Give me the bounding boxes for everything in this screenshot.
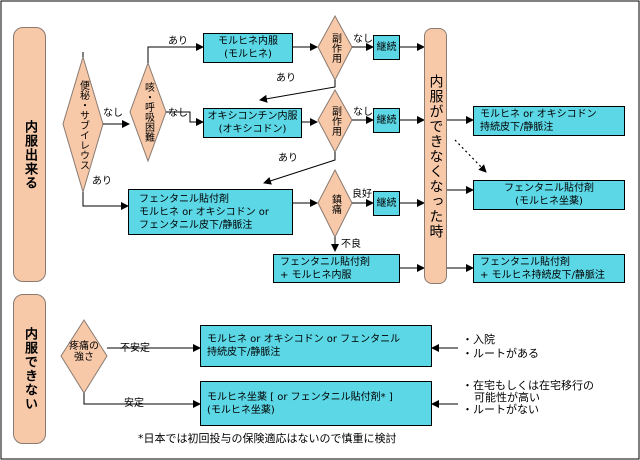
label-unstable: 不安定 bbox=[120, 343, 150, 354]
box-unstable: モルヒネ or オキシコドン or フェンタニル 持続皮下/静脈注 bbox=[200, 325, 432, 367]
label-ari-2: あり bbox=[276, 73, 296, 84]
continue-label: 継続 bbox=[376, 115, 397, 126]
box-line: + モルヒネ持続皮下/静脈注 bbox=[480, 269, 605, 281]
box-line: モルヒネ内服 bbox=[218, 36, 278, 47]
box-fentanyl-plus-morphine-oral: フェンタニル貼付剤 + モルヒネ内服 bbox=[273, 254, 400, 283]
box-oxycontin-oral: オキシコンチン内服 (オキシコドン) bbox=[203, 108, 302, 138]
label-nashi-2: なし bbox=[168, 108, 188, 119]
when-oral-impossible: 内服ができなくなった時 bbox=[424, 28, 447, 284]
label-nashi-4: なし bbox=[353, 107, 373, 118]
box-continue-2: 継続 bbox=[373, 108, 400, 133]
box-line: モルヒネ or オキシコドン or bbox=[139, 206, 269, 218]
box-line: (モルヒネ坐薬) bbox=[207, 404, 275, 416]
box-line: 持続皮下/静脈注 bbox=[480, 122, 554, 133]
label-ari-3: あり bbox=[278, 153, 298, 164]
box-line: フェンタニル貼付剤 bbox=[139, 193, 229, 205]
note-line: ・入院 bbox=[462, 333, 495, 346]
label-ari-1: あり bbox=[168, 36, 188, 47]
box-line: フェンタニル貼付剤 bbox=[504, 183, 594, 194]
diamond-dyspnea bbox=[129, 61, 167, 163]
box-line: モルヒネ or オキシコドン or フェンタニル bbox=[207, 334, 401, 345]
label-nashi-1: なし bbox=[103, 108, 123, 119]
footnote: *日本では初回投与の保険適応はないので慎重に検討 bbox=[138, 432, 397, 445]
label-stable: 安定 bbox=[124, 398, 144, 409]
arrow-dyspnea-ari bbox=[147, 43, 204, 63]
note-line: 可能性が高い bbox=[474, 391, 540, 404]
decision-dyspnea: 咳・呼吸困難 bbox=[142, 82, 154, 142]
box-line: フェンタニル貼付剤 bbox=[280, 256, 370, 268]
box-stable: モルヒネ坐薬 [ or フェンタニル貼付剤* ] (モルヒネ坐薬) bbox=[200, 381, 432, 426]
box-morphine-oral: モルヒネ内服 (モルヒネ) bbox=[203, 33, 293, 63]
box-line: 持続皮下/静脈注 bbox=[207, 347, 281, 358]
pain-strength-line1: 疼痛の bbox=[69, 341, 99, 352]
box-right-2: フェンタニル貼付剤 (モルヒネ坐薬) bbox=[473, 180, 625, 210]
arrow-se1-ari bbox=[259, 80, 336, 103]
section-can-take-oral: 内服出来る bbox=[13, 27, 46, 282]
arrow-se2-ari bbox=[263, 152, 336, 185]
box-line: (オキシコドン) bbox=[218, 124, 287, 135]
note-line: ・ルートがある bbox=[462, 347, 539, 360]
box-continue-3: 継続 bbox=[373, 191, 400, 216]
arrow-dyspnea-nashi bbox=[166, 111, 204, 126]
arrow-stable bbox=[83, 393, 201, 408]
pain-strength-line2: 強さ bbox=[74, 352, 94, 363]
box-fentanyl-patch: フェンタニル貼付剤 モルヒネ or オキシコドン or フェンタニル皮下/静脈注 bbox=[128, 189, 293, 235]
decision-side-effect-2: 副作用 bbox=[329, 106, 341, 136]
decision-analgesia: 鎮痛 bbox=[329, 194, 341, 214]
dotted-arrow bbox=[454, 139, 487, 173]
decision-side-effect-1: 副作用 bbox=[329, 33, 341, 63]
box-continue-1: 継続 bbox=[373, 35, 400, 60]
box-line: + モルヒネ内服 bbox=[280, 269, 352, 281]
notes-stable: ・在宅もしくは在宅移行の 可能性が高い ・ルートがない bbox=[462, 380, 594, 416]
box-line: (モルヒネ) bbox=[224, 49, 272, 60]
continue-label: 継続 bbox=[376, 42, 397, 53]
box-right-3: フェンタニル貼付剤 + モルヒネ持続皮下/静脈注 bbox=[473, 254, 625, 283]
section-cannot-take-oral: 内服できない bbox=[13, 294, 46, 444]
decision-constipation: 便秘・サブイレウス bbox=[77, 80, 89, 170]
decision-pain-strength: 疼痛の 強さ bbox=[64, 341, 104, 363]
label-poor: 不良 bbox=[341, 239, 361, 250]
note-line: ・在宅もしくは在宅移行の bbox=[462, 379, 594, 392]
note-line: ・ルートがない bbox=[462, 403, 539, 416]
box-line: フェンタニル貼付剤 bbox=[480, 256, 570, 268]
continue-label: 継続 bbox=[376, 198, 397, 209]
label-good: 良好 bbox=[352, 189, 372, 200]
notes-unstable: ・入院 ・ルートがある bbox=[462, 334, 539, 360]
box-line: モルヒネ坐薬 [ or フェンタニル貼付剤* ] bbox=[207, 391, 393, 403]
arrow-constipation-ari bbox=[82, 192, 129, 210]
box-line: モルヒネ or オキシコドン bbox=[480, 109, 597, 120]
box-line: フェンタニル皮下/静脈注 bbox=[139, 219, 253, 231]
label-ari-4: あり bbox=[92, 176, 112, 187]
box-line: オキシコンチン内服 bbox=[207, 111, 298, 122]
label-nashi-3: なし bbox=[353, 34, 373, 45]
box-right-1: モルヒネ or オキシコドン 持続皮下/静脈注 bbox=[473, 106, 625, 136]
box-line: (モルヒネ坐薬) bbox=[515, 196, 583, 207]
